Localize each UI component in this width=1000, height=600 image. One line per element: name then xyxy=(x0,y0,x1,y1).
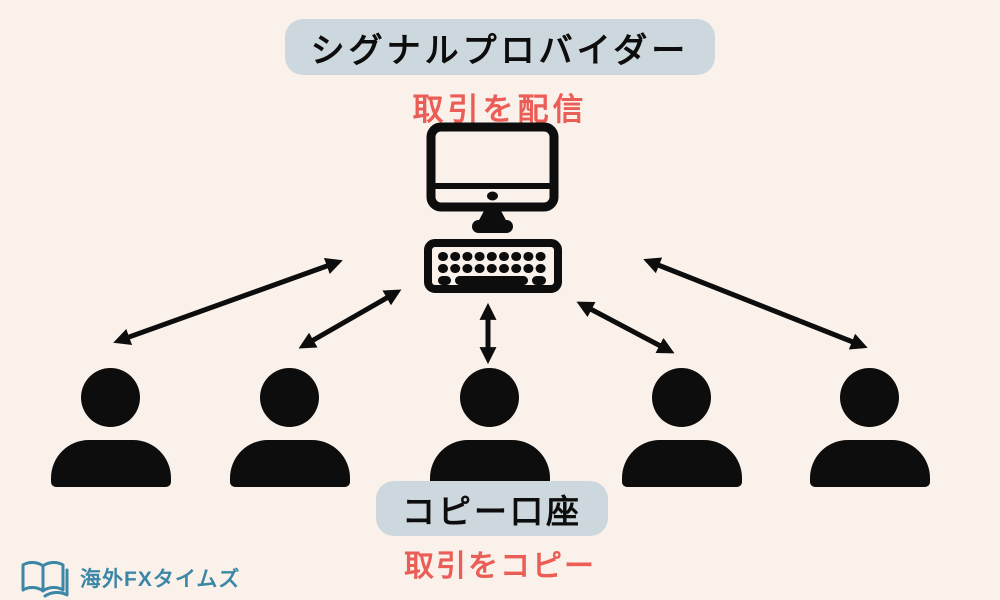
provider-action-caption: 取引を配信 xyxy=(412,92,588,127)
person-head xyxy=(652,368,711,427)
copy-account-text: コピー口座 xyxy=(402,492,582,530)
person-icon xyxy=(51,368,171,487)
keyboard-keys xyxy=(438,252,546,285)
person-icon xyxy=(230,368,350,487)
person-head xyxy=(81,368,140,427)
copy-action-caption: 取引をコピー xyxy=(404,550,596,583)
signal-provider-label: シグナルプロバイダー xyxy=(285,19,715,75)
signal-provider-text: シグナルプロバイダー xyxy=(310,31,690,70)
site-logo: 海外FXタイムズ xyxy=(18,557,240,599)
double-headed-arrow-4 xyxy=(576,301,675,354)
desktop-computer-icon xyxy=(424,122,562,293)
person-head xyxy=(460,368,519,427)
person-head xyxy=(840,368,899,427)
person-icon xyxy=(622,368,742,487)
person-body xyxy=(430,440,550,487)
person-body xyxy=(810,440,930,487)
person-icon xyxy=(810,368,930,487)
person-icon xyxy=(430,368,550,487)
person-body xyxy=(622,440,742,487)
copy-account-label: コピー口座 xyxy=(376,481,608,536)
person-body xyxy=(230,440,350,487)
person-body xyxy=(51,440,171,487)
site-logo-text: 海外FXタイムズ xyxy=(80,568,241,591)
open-book-icon xyxy=(21,561,69,598)
person-head xyxy=(260,368,319,427)
double-headed-arrow-1 xyxy=(113,258,343,345)
double-headed-arrow-5 xyxy=(643,257,868,350)
double-headed-arrow-2 xyxy=(298,289,402,349)
